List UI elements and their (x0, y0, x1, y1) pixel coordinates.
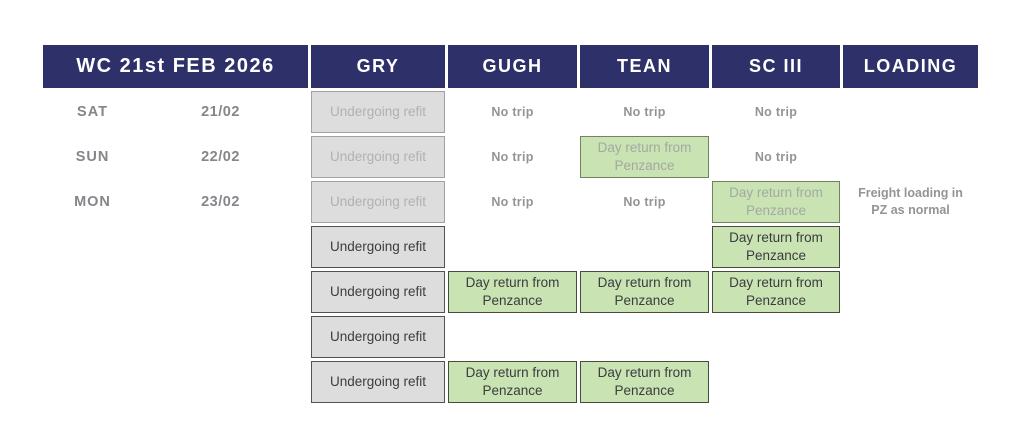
cell-undergoing-refit: Undergoing refit (311, 181, 445, 223)
day-label (43, 316, 170, 358)
day-label: MON (74, 194, 111, 210)
date-label: 23/02 (201, 194, 240, 210)
cell-undergoing-refit: Undergoing refit (311, 91, 445, 133)
cell-day-return: Day return from Penzance (580, 136, 709, 178)
date-label (173, 271, 308, 313)
column-header-gry: GRY (311, 45, 445, 88)
cell-no-trip: No trip (623, 195, 666, 209)
date-label: 22/02 (201, 149, 240, 165)
cell-no-trip: No trip (491, 195, 534, 209)
day-label (43, 226, 170, 268)
cell-undergoing-refit: Undergoing refit (311, 316, 445, 358)
cell-undergoing-refit: Undergoing refit (311, 361, 445, 403)
schedule-table: WC 21st FEB 2026 GRY GUGH TEAN SC III LO… (43, 45, 978, 403)
cell-no-trip: No trip (754, 150, 798, 164)
date-label (173, 316, 308, 358)
day-label: SAT (77, 104, 108, 120)
cell-no-trip: No trip (491, 150, 534, 164)
cell-undergoing-refit: Undergoing refit (311, 271, 445, 313)
cell-undergoing-refit: Undergoing refit (311, 136, 445, 178)
week-header: WC 21st FEB 2026 (43, 45, 308, 88)
column-header-loading: LOADING (843, 45, 978, 88)
cell-undergoing-refit: Undergoing refit (311, 226, 445, 268)
date-label: 21/02 (201, 104, 240, 120)
cell-day-return: Day return from Penzance (712, 226, 840, 268)
column-header-sciii: SC III (712, 45, 840, 88)
cell-day-return: Day return from Penzance (580, 271, 709, 313)
cell-day-return: Day return from Penzance (580, 361, 709, 403)
day-label (43, 271, 170, 313)
cell-day-return: Day return from Penzance (448, 361, 577, 403)
loading-note: Freight loading in PZ as normal (858, 186, 963, 217)
day-label (43, 361, 170, 403)
cell-day-return: Day return from Penzance (712, 271, 840, 313)
cell-no-trip: No trip (623, 105, 666, 119)
cell-no-trip: No trip (491, 105, 534, 119)
column-header-tean: TEAN (580, 45, 709, 88)
column-header-gugh: GUGH (448, 45, 577, 88)
day-label: SUN (75, 149, 110, 165)
date-label (173, 226, 308, 268)
cell-no-trip: No trip (754, 105, 798, 119)
date-label (173, 361, 308, 403)
cell-day-return: Day return from Penzance (712, 181, 840, 223)
cell-day-return: Day return from Penzance (448, 271, 577, 313)
